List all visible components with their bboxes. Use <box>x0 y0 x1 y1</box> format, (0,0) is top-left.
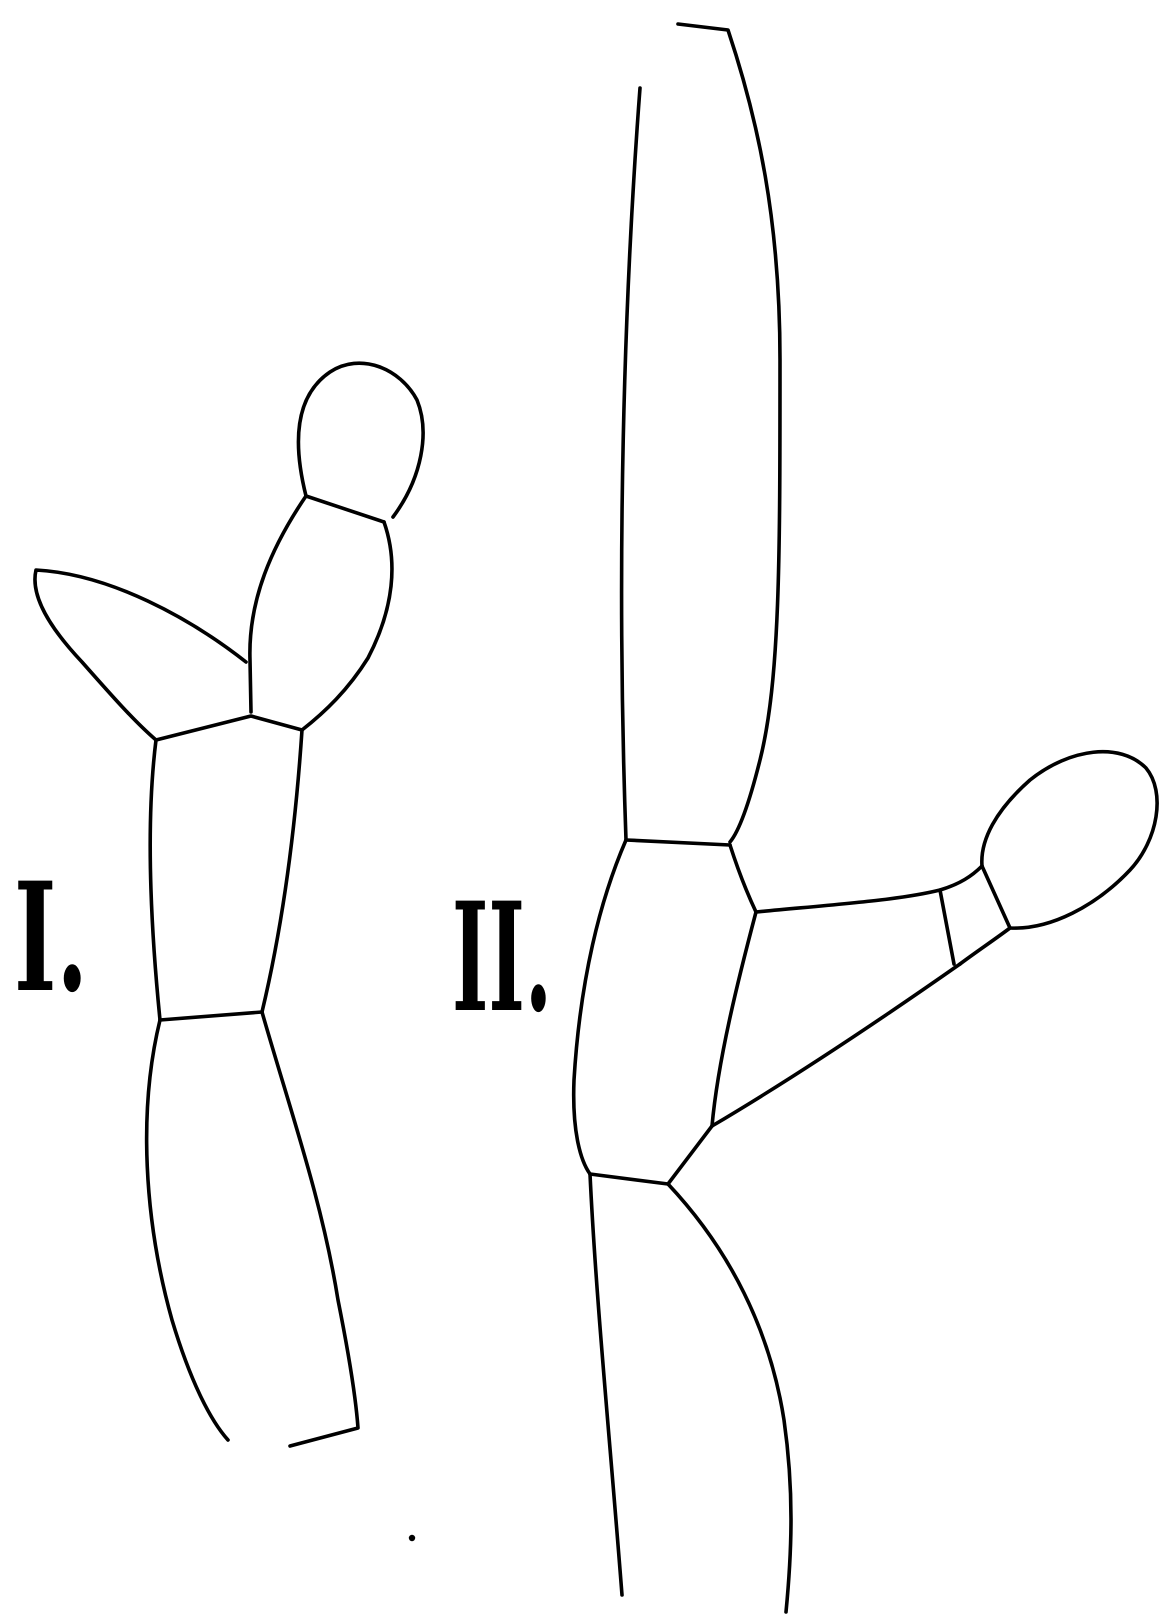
fig2-lower-septum <box>590 1126 712 1184</box>
fig2-central-cell <box>574 840 756 1174</box>
fig1-trunk-cell <box>150 730 302 1020</box>
fig2-terminal-oval-cell <box>982 752 1157 928</box>
fig2-long-upper-cell <box>622 24 780 842</box>
fig1-side-leaf-cell <box>35 570 246 740</box>
figure-2-label: II. <box>452 870 552 1046</box>
fig1-upper-branch-cell <box>250 496 392 730</box>
fig2-central-inner-wall <box>712 912 756 1126</box>
fig1-basal-cell <box>147 1012 358 1446</box>
figure-1-label: I. <box>14 850 88 1026</box>
stray-dot <box>409 1535 415 1541</box>
fig1-terminal-oval-cell <box>298 363 423 517</box>
fig1-junction-septum <box>156 716 302 740</box>
figure-1 <box>35 363 423 1446</box>
fig2-basal-cell <box>590 1174 791 1612</box>
fig2-upper-septum <box>626 840 730 845</box>
fig1-oval-septum <box>306 496 384 522</box>
fig2-branch-small-cell <box>940 866 1010 964</box>
figure-2 <box>574 24 1157 1612</box>
fig1-trunk-septum <box>160 1012 262 1020</box>
